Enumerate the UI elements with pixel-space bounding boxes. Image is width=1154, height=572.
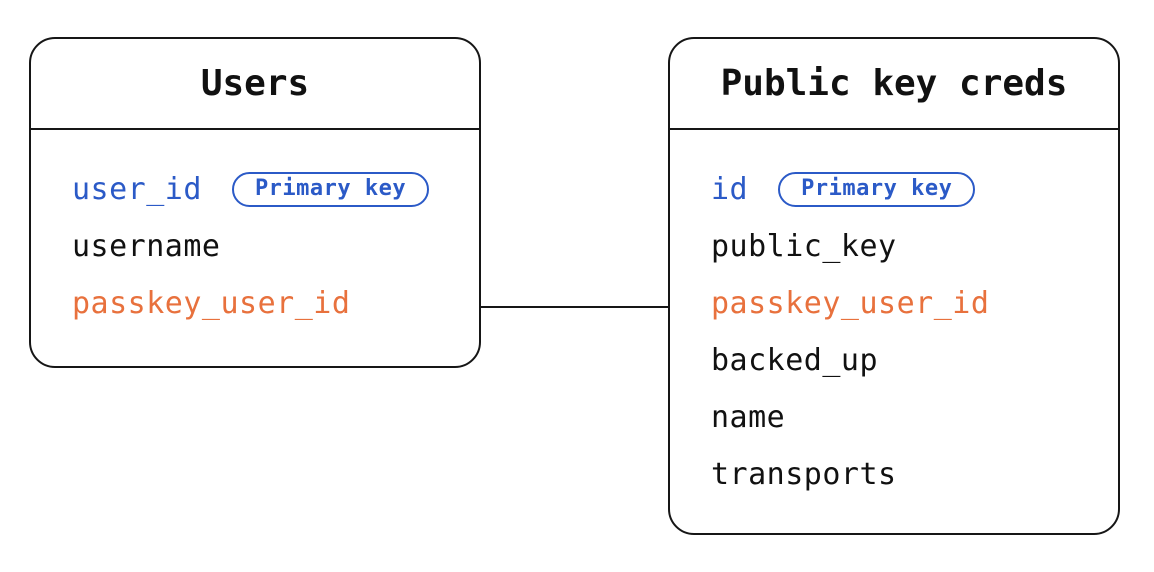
field-name: name <box>711 400 786 435</box>
field-name: username <box>72 229 221 264</box>
table-users-fields: user_id Primary key username passkey_user_i… <box>31 130 479 332</box>
field-row: name <box>711 389 1118 446</box>
field-name: passkey_user_id <box>711 286 990 321</box>
field-row: username <box>72 218 479 275</box>
field-row: id Primary key <box>711 161 1118 218</box>
table-users: Users user_id Primary key username passkey_… <box>29 37 481 368</box>
field-name: id <box>711 172 749 207</box>
field-row: backed_up <box>711 332 1118 389</box>
table-users-header: Users <box>31 39 479 130</box>
relation-line <box>481 306 668 308</box>
field-row: passkey_user_id <box>72 275 479 332</box>
table-title: Public key creds <box>720 63 1068 104</box>
field-row: user_id Primary key <box>72 161 479 218</box>
primary-key-badge: Primary key <box>231 172 430 207</box>
field-name: public_key <box>711 229 897 264</box>
table-title: Users <box>200 63 310 104</box>
field-name: transports <box>711 457 897 492</box>
field-row: transports <box>711 446 1118 503</box>
field-row: passkey_user_id <box>711 275 1118 332</box>
field-row: public_key <box>711 218 1118 275</box>
table-public-key-creds: Public key creds id Primary key public_key… <box>668 37 1120 535</box>
primary-key-badge: Primary key <box>778 172 976 207</box>
table-public-key-creds-header: Public key creds <box>670 39 1118 130</box>
field-name: passkey_user_id <box>72 286 351 321</box>
field-name: backed_up <box>711 343 879 378</box>
field-name: user_id <box>72 172 202 207</box>
